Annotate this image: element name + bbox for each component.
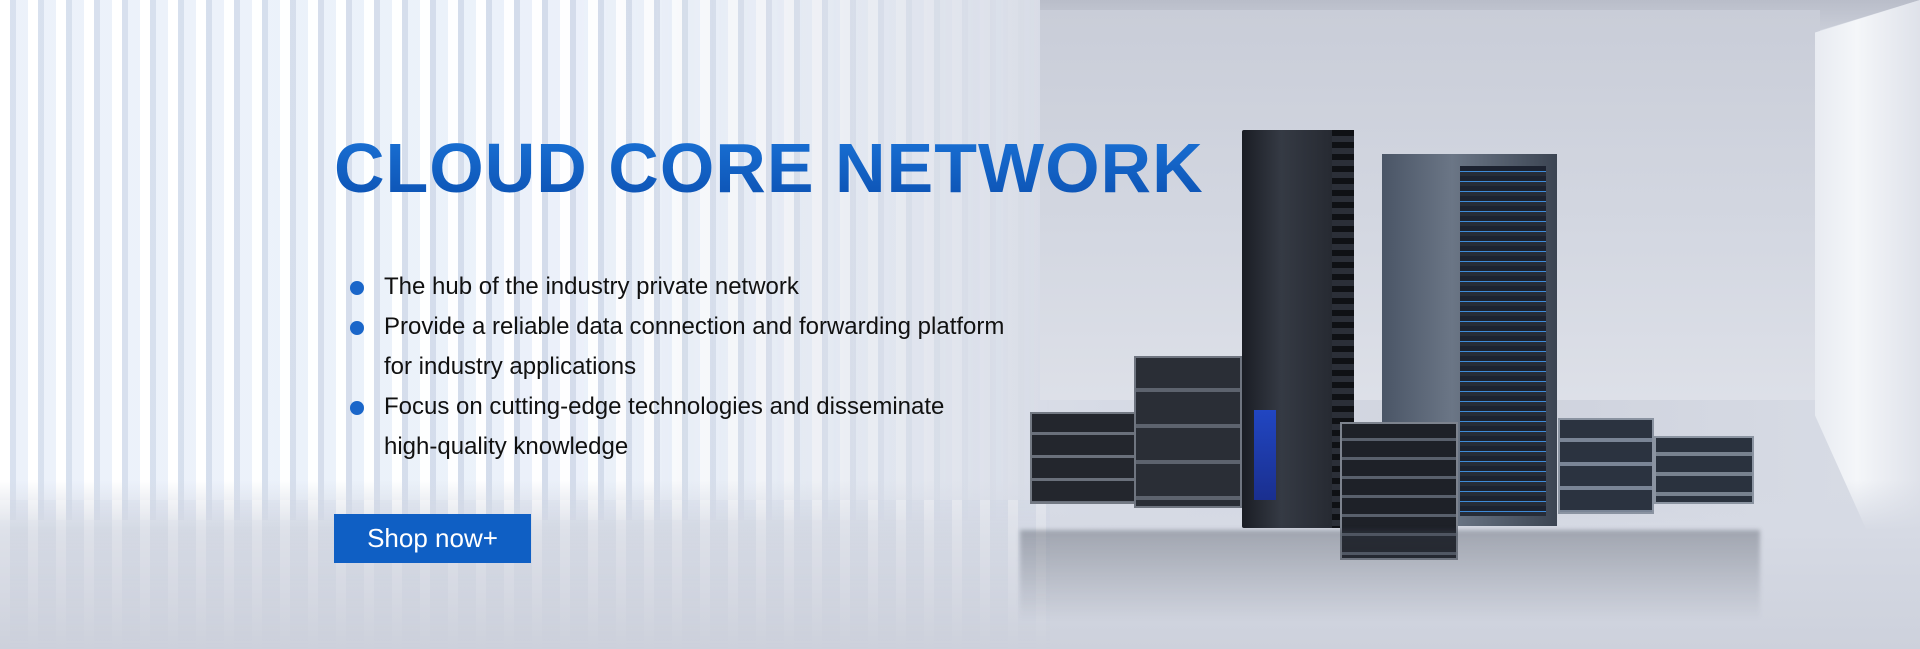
server-unit <box>1340 422 1458 560</box>
background-slats <box>0 0 1050 520</box>
feature-text: Provide a reliable data connection and f… <box>384 313 1005 340</box>
feature-text-continued: for industry applications <box>384 353 637 380</box>
hardware-reflection <box>1020 530 1760 620</box>
hero-title: CLOUD CORE NETWORK <box>334 129 1204 207</box>
server-rack-illustration <box>1020 120 1760 620</box>
shop-now-button[interactable]: Shop now+ <box>334 514 531 563</box>
server-unit <box>1558 418 1654 514</box>
dot-icon <box>350 401 364 415</box>
dot-icon <box>350 321 364 335</box>
feature-text: Focus on cutting-edge technologies and d… <box>384 393 945 420</box>
feature-item: The hub of the industry private network <box>350 267 1070 307</box>
tower-badge <box>1254 410 1276 500</box>
dot-icon <box>350 281 364 295</box>
server-tower <box>1242 130 1354 528</box>
feature-list: The hub of the industry private network … <box>350 267 1070 467</box>
server-unit <box>1134 356 1242 508</box>
server-unit <box>1654 436 1754 504</box>
feature-item: Focus on cutting-edge technologies and d… <box>350 387 1070 467</box>
feature-text: The hub of the industry private network <box>384 273 799 300</box>
feature-item: Provide a reliable data connection and f… <box>350 307 1070 387</box>
feature-text-continued: high-quality knowledge <box>384 433 629 460</box>
server-unit <box>1030 412 1140 504</box>
cabinet-front <box>1460 166 1546 516</box>
